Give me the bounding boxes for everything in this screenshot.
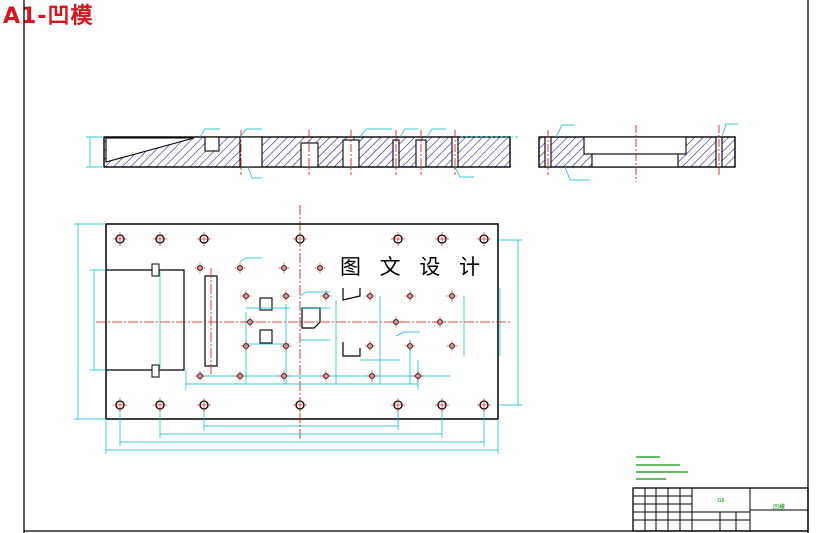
drill-holes — [194, 262, 464, 382]
title-block-field-label: G6 — [717, 498, 724, 504]
title-block — [632, 487, 809, 532]
technical-notes — [636, 456, 688, 480]
section-view-front-dimensions — [86, 128, 520, 179]
drawing-title: A1-凹模 — [3, 4, 94, 29]
watermark: 图 文 设 计 — [332, 250, 494, 284]
bolt-holes — [113, 232, 491, 412]
title-block-part-name: 凹模 — [773, 503, 785, 511]
plan-view — [105, 223, 499, 420]
section-view-front — [103, 130, 511, 175]
section-view-side — [538, 125, 736, 182]
section-view-side-dimensions — [555, 123, 738, 181]
